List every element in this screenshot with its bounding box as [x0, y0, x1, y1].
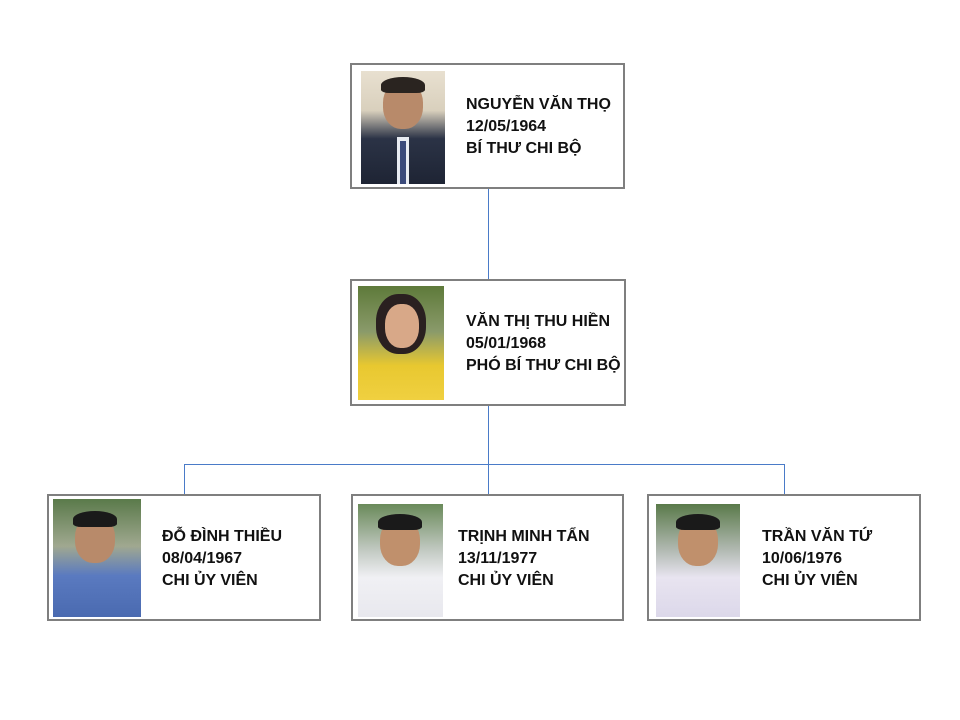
connector-line	[488, 405, 489, 465]
member-role: CHI ỦY VIÊN	[458, 572, 554, 589]
member-dob: 10/06/1976	[762, 550, 843, 567]
member-name: NGUYỄN VĂN THỌ	[466, 96, 611, 113]
portrait-photo	[656, 504, 740, 617]
member-name: TRẦN VĂN TỨ	[762, 528, 873, 545]
node-member: ĐỖ ĐÌNH THIỀU 08/04/1967 CHI ỦY VIÊN	[47, 494, 321, 621]
member-name: ĐỖ ĐÌNH THIỀU	[162, 528, 282, 545]
member-role: PHÓ BÍ THƯ CHI BỘ	[466, 357, 621, 374]
connector-line	[488, 188, 489, 280]
member-role: CHI ỦY VIÊN	[162, 572, 258, 589]
member-dob: 08/04/1967	[162, 550, 243, 567]
portrait-photo	[53, 499, 141, 617]
connector-line	[184, 464, 785, 465]
portrait-photo	[358, 504, 443, 617]
member-name: VĂN THỊ THU HIỀN	[466, 313, 610, 330]
member-role: CHI ỦY VIÊN	[762, 572, 858, 589]
member-dob: 12/05/1964	[466, 118, 547, 135]
member-role: BÍ THƯ CHI BỘ	[466, 140, 582, 157]
node-secretary: NGUYỄN VĂN THỌ 12/05/1964 BÍ THƯ CHI BỘ	[350, 63, 625, 189]
node-deputy: VĂN THỊ THU HIỀN 05/01/1968 PHÓ BÍ THƯ C…	[350, 279, 626, 406]
portrait-photo	[358, 286, 444, 400]
member-dob: 13/11/1977	[458, 550, 538, 567]
connector-line	[488, 464, 489, 495]
portrait-photo	[361, 71, 445, 184]
member-dob: 05/01/1968	[466, 335, 547, 352]
connector-line	[784, 464, 785, 495]
member-name: TRỊNH MINH TẨN	[458, 528, 590, 545]
connector-line	[184, 464, 185, 495]
node-member: TRẦN VĂN TỨ 10/06/1976 CHI ỦY VIÊN	[647, 494, 921, 621]
node-member: TRỊNH MINH TẨN 13/11/1977 CHI ỦY VIÊN	[351, 494, 624, 621]
